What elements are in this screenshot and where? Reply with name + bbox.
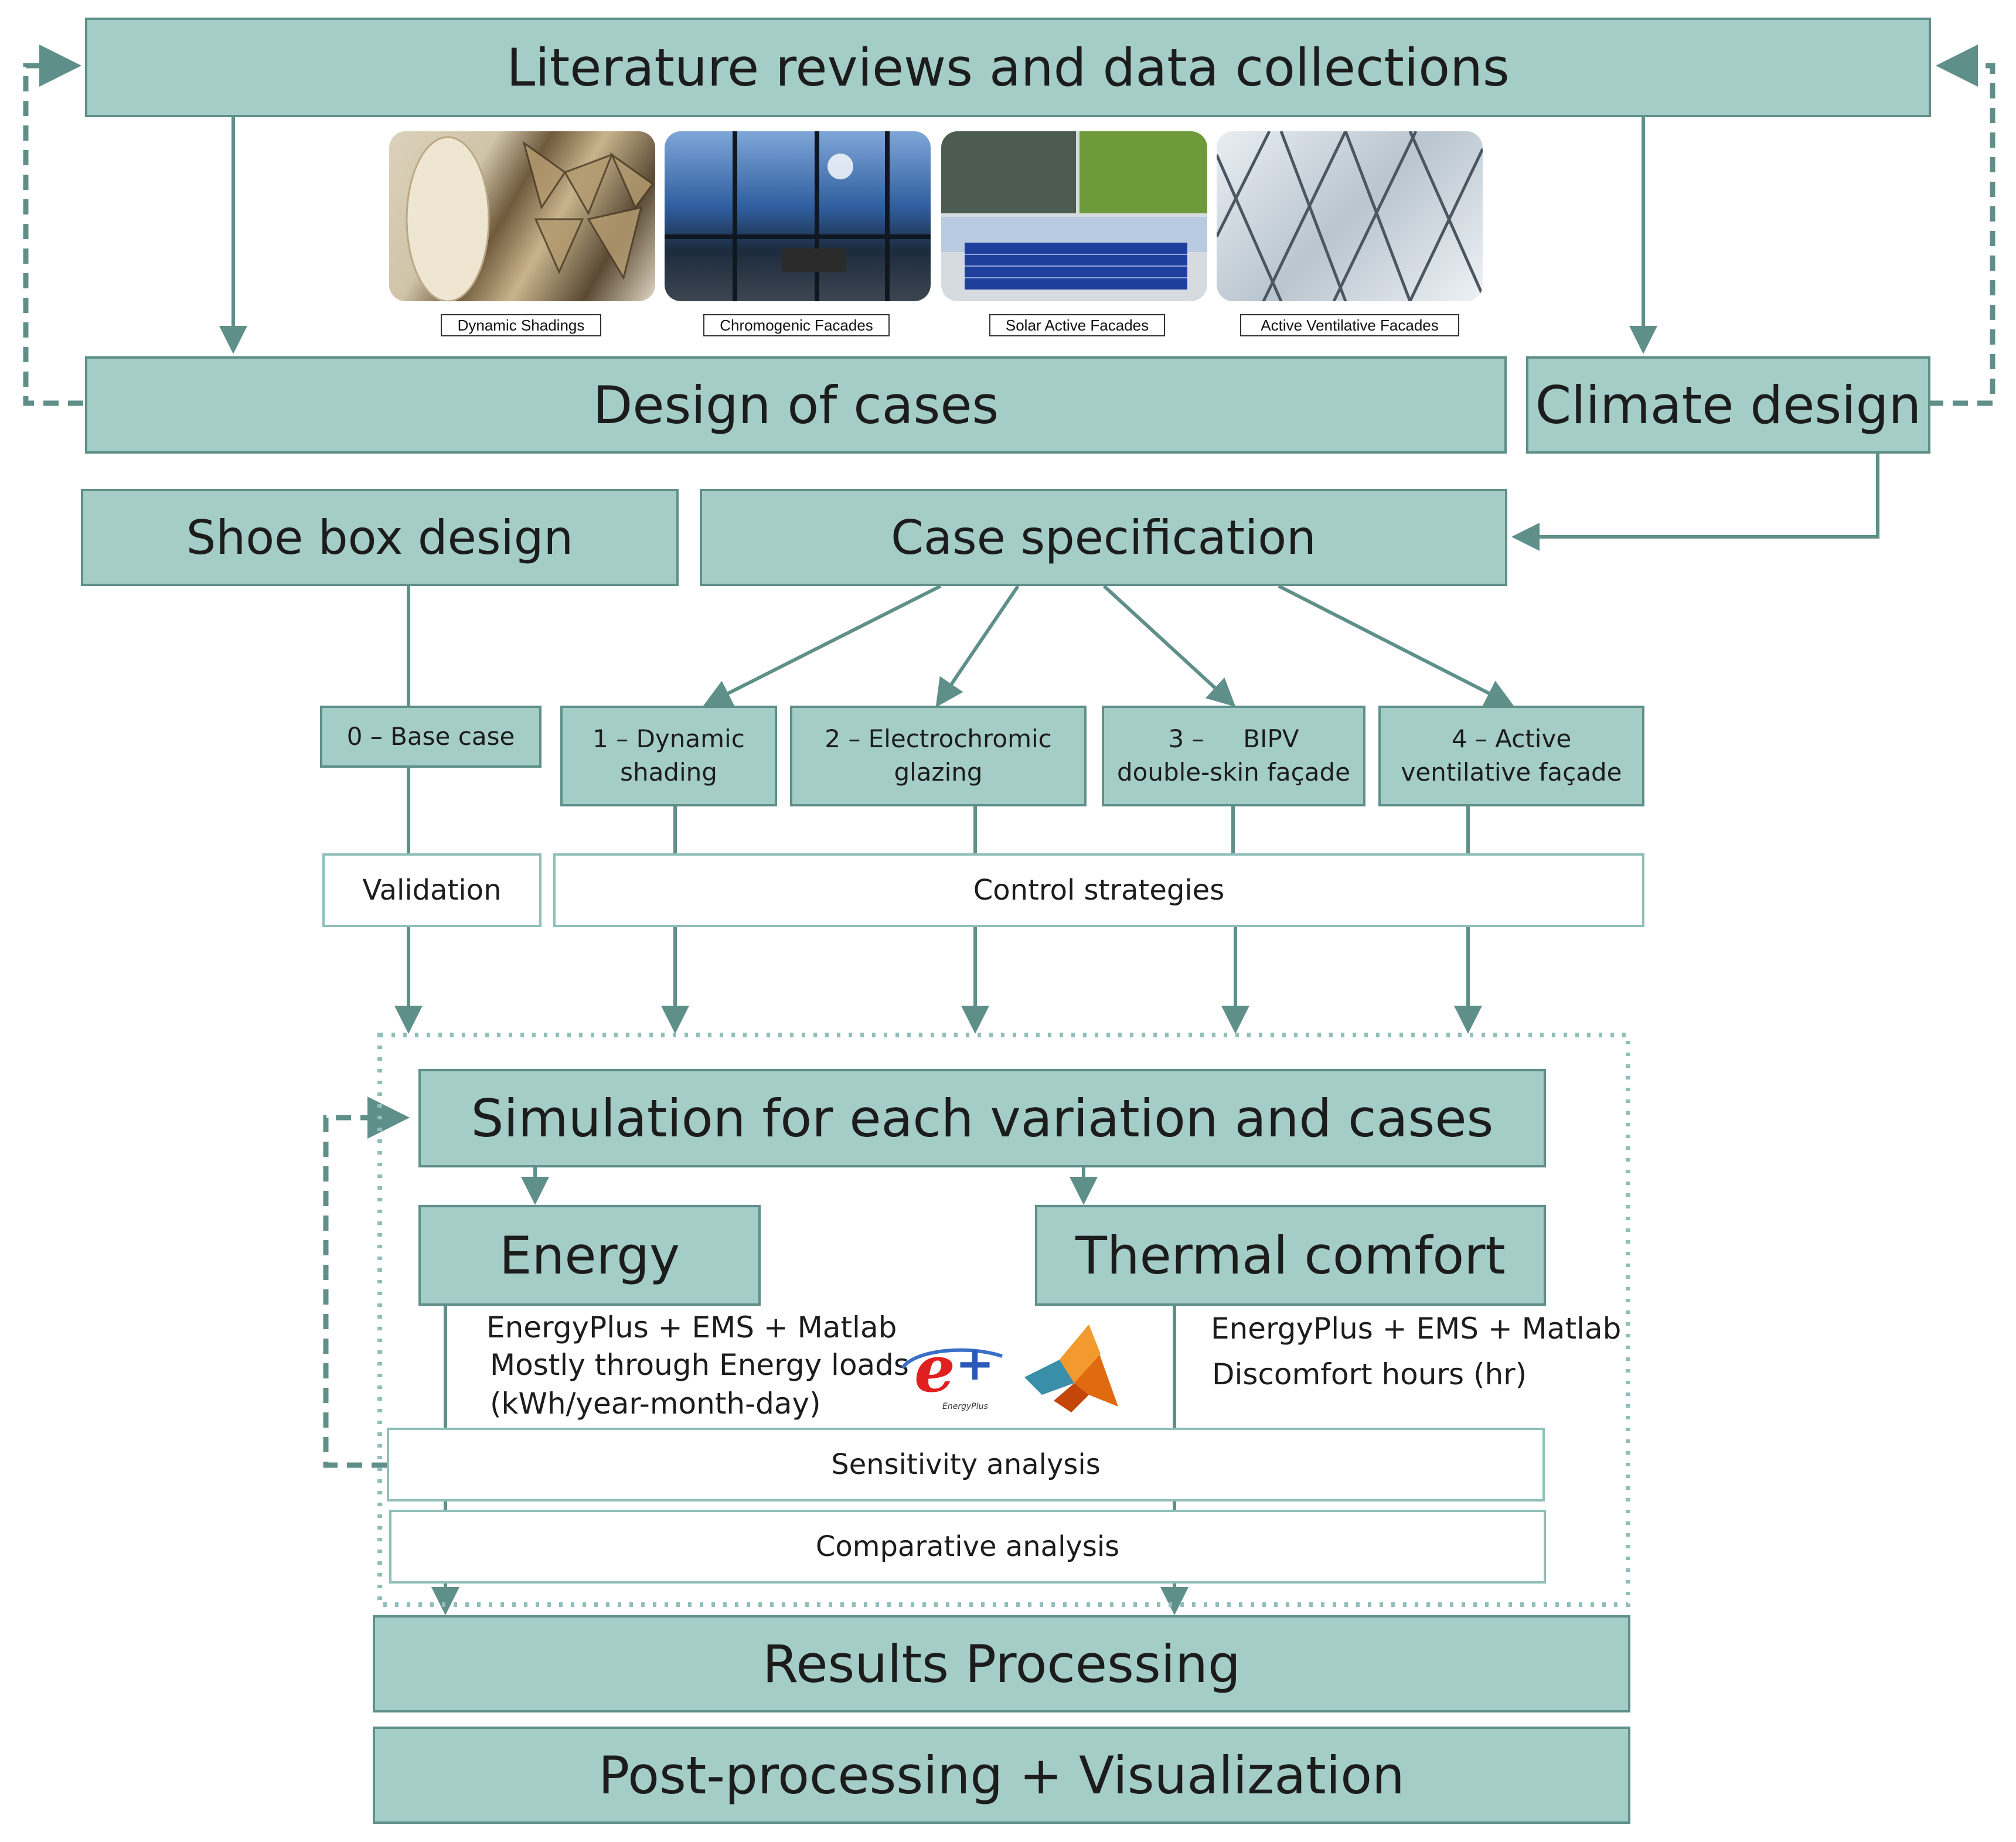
svg-text:e: e: [914, 1331, 955, 1407]
design-of-cases-label: Design of cases: [592, 374, 999, 435]
thermal-note-line1: EnergyPlus + EMS + Matlab: [1211, 1312, 1622, 1346]
energy-note-line3: (kWh/year-month-day): [490, 1387, 821, 1421]
feedback-sensitivity-loop: [323, 1097, 410, 1468]
caption-dynamic-shadings: Dynamic Shadings: [441, 314, 601, 336]
case-1-box: 1 – Dynamic shading: [560, 706, 777, 806]
energy-note-line2: Mostly through Energy loads: [490, 1348, 909, 1382]
caption-chromogenic-facades: Chromogenic Facades: [703, 314, 890, 336]
energy-box: Energy: [418, 1205, 761, 1306]
literature-review-box: Literature reviews and data collections: [85, 18, 1931, 117]
thermal-comfort-box: Thermal comfort: [1035, 1205, 1546, 1306]
energyplus-logo-icon: e + EnergyPlus: [891, 1327, 1008, 1415]
post-processing-box: Post-processing + Visualization: [373, 1727, 1630, 1824]
case-3-box: 3 – BIPV double-skin façade: [1102, 706, 1365, 806]
feedback-right-loop: [1928, 45, 1995, 406]
design-of-cases-box: Design of cases: [85, 356, 1507, 454]
chromogenic-facades-illustration: [665, 131, 931, 301]
control-strategies-label: Control strategies: [973, 873, 1225, 907]
energyplus-logo-text: EnergyPlus: [942, 1402, 988, 1411]
dynamic-shadings-photo: [389, 131, 655, 301]
sensitivity-analysis-box: Sensitivity analysis: [387, 1428, 1545, 1501]
thermal-note-line2: Discomfort hours (hr): [1212, 1357, 1527, 1391]
validation-box: Validation: [322, 853, 542, 927]
arrow-climate-to-spec: [1511, 452, 1879, 551]
caption-active-ventilative-facades: Active Ventilative Facades: [1240, 314, 1459, 336]
climate-design-label: Climate design: [1535, 374, 1922, 435]
climate-design-box: Climate design: [1526, 356, 1930, 454]
simulation-box: Simulation for each variation and cases: [418, 1069, 1546, 1167]
case-specification-label: Case specification: [891, 510, 1316, 565]
feedback-left-loop: [23, 45, 83, 406]
case-3-label: 3 – BIPV double-skin façade: [1117, 724, 1350, 786]
simulation-label: Simulation for each variation and cases: [471, 1088, 1494, 1149]
case-specification-box: Case specification: [700, 489, 1507, 586]
post-processing-label: Post-processing + Visualization: [598, 1745, 1405, 1806]
active-ventilative-facades-photo: [1217, 131, 1483, 301]
solar-active-facades-illustration: [941, 131, 1207, 290]
arrow-spec-to-case3: [1102, 584, 1236, 707]
comparative-analysis-box: Comparative analysis: [389, 1510, 1546, 1584]
caption-solar-active-facades: Solar Active Facades: [989, 314, 1165, 336]
shoe-box-design-label: Shoe box design: [186, 510, 574, 565]
literature-review-label: Literature reviews and data collections: [506, 37, 1510, 98]
arrow-spec-to-case1: [703, 584, 942, 706]
validation-label: Validation: [362, 873, 502, 907]
arrow-spec-to-case2: [935, 585, 1020, 707]
results-processing-label: Results Processing: [762, 1633, 1241, 1694]
case-1-label: 1 – Dynamic shading: [592, 724, 745, 786]
svg-text:+: +: [955, 1336, 995, 1391]
simulation-region: [377, 1033, 1630, 1607]
energy-label: Energy: [499, 1225, 680, 1286]
case-4-label: 4 – Active ventilative façade: [1401, 724, 1622, 786]
matlab-logo-icon: [1019, 1319, 1124, 1418]
dynamic-shadings-illustration: [406, 136, 655, 301]
chromogenic-facades-photo: [665, 131, 931, 301]
active-ventilative-facades-illustration: [1217, 131, 1483, 301]
shoe-box-design-box: Shoe box design: [81, 489, 679, 586]
results-processing-box: Results Processing: [373, 1615, 1630, 1712]
thermal-comfort-label: Thermal comfort: [1075, 1225, 1506, 1286]
case-4-box: 4 – Active ventilative façade: [1378, 706, 1644, 806]
case-2-label: 2 – Electrochromic glazing: [825, 724, 1052, 786]
solar-active-facades-photo: [941, 131, 1207, 301]
control-strategies-box: Control strategies: [553, 853, 1644, 927]
comparative-analysis-label: Comparative analysis: [815, 1530, 1120, 1563]
sensitivity-analysis-label: Sensitivity analysis: [831, 1448, 1101, 1481]
arrow-spec-to-case4: [1278, 584, 1514, 706]
case-0-box: 0 – Base case: [320, 706, 542, 768]
case-2-box: 2 – Electrochromic glazing: [790, 706, 1087, 806]
energy-note-line1: EnergyPlus + EMS + Matlab: [486, 1310, 897, 1344]
case-0-label: 0 – Base case: [346, 721, 515, 751]
